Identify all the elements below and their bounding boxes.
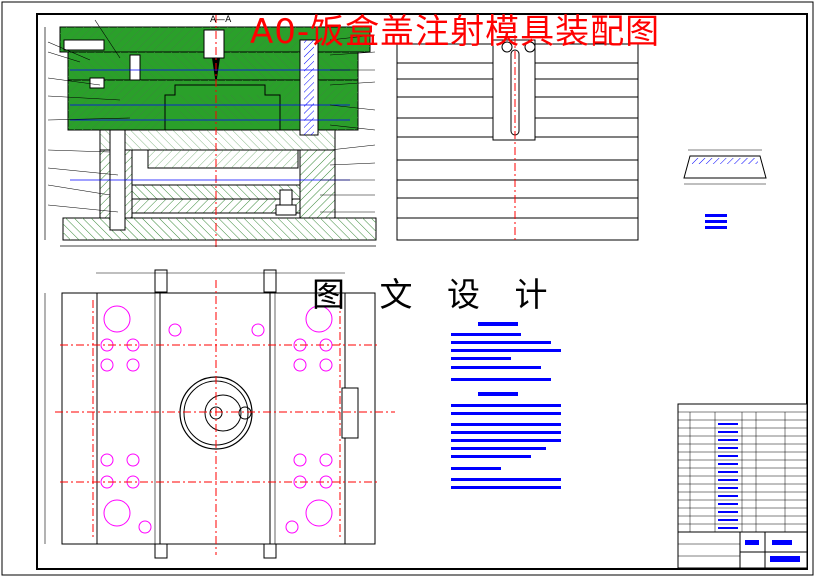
plan-view (44, 269, 395, 559)
parts-list (677, 403, 808, 569)
inner-frame (36, 13, 808, 570)
watermark-text: 图 文 设 计 (312, 275, 560, 314)
side-view (396, 35, 639, 241)
technical-notes (451, 322, 561, 489)
section-label: A—A (210, 15, 232, 25)
product-detail (683, 149, 767, 229)
drawing-title: A0-饭盒盖注射模具装配图 (250, 12, 661, 52)
section-view (44, 15, 377, 248)
